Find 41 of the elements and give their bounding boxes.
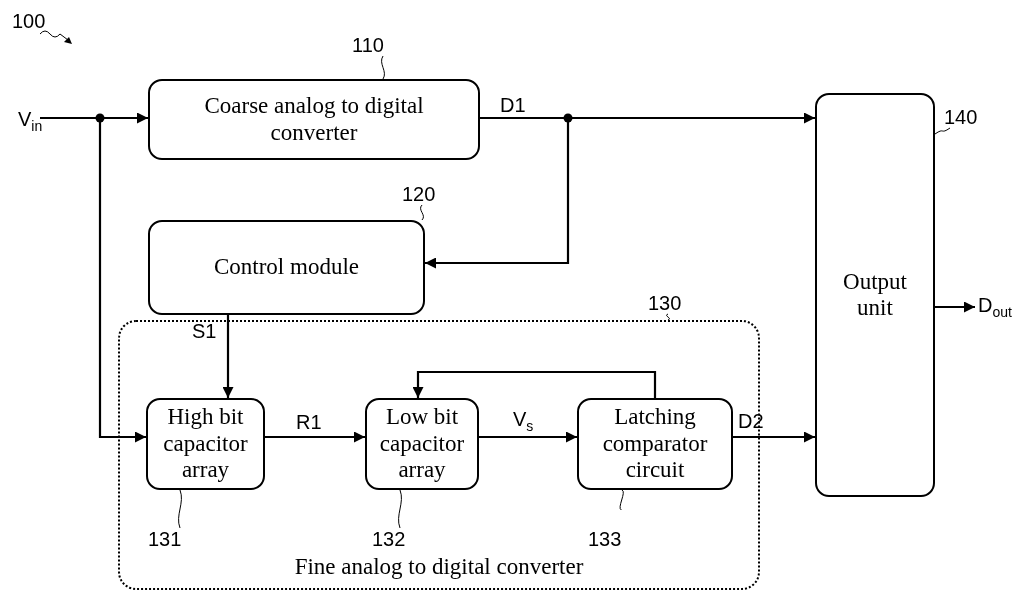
arrow: [935, 301, 975, 313]
block-box: [815, 93, 935, 497]
signal-label: R1: [296, 411, 322, 434]
reference-number: 131: [148, 528, 182, 550]
leader-line: [178, 489, 182, 529]
reference-number: 130: [648, 292, 682, 314]
reference-number: 110: [352, 34, 384, 56]
arrow: [265, 431, 365, 443]
reference-number: 132: [372, 528, 406, 550]
block-box: [577, 398, 733, 490]
reference-number: 133: [588, 528, 622, 550]
leader-line: [934, 127, 951, 135]
reference-number: 100: [12, 10, 46, 33]
reference-number: 140: [944, 106, 978, 128]
signal-label: D2: [738, 410, 764, 433]
block-box: [365, 398, 479, 490]
arrow: [222, 315, 234, 398]
leader-line: [666, 313, 670, 321]
block-label: High bit capacitor array: [162, 404, 249, 484]
signal-label: D$_{out}$: [978, 294, 1012, 320]
arrow: [733, 431, 815, 443]
leader-line: [619, 489, 624, 511]
signal-label: D1: [500, 94, 526, 117]
leader-line: [420, 204, 424, 221]
block-label: Coarse analog to digital converter: [203, 93, 425, 146]
arrow: [412, 370, 657, 398]
reference-number: 120: [402, 183, 436, 205]
block-label: Fine analog to digital converter: [293, 553, 585, 580]
signal-label: S1: [192, 320, 217, 343]
arrow: [479, 431, 577, 443]
block-box: [148, 220, 425, 315]
block-box: [148, 79, 480, 160]
block-label: Low bit capacitor array: [378, 404, 466, 484]
block-box: [146, 398, 265, 490]
block-label: Latching comparator circuit: [601, 404, 709, 484]
leader-line: [398, 489, 402, 529]
block-label: Control module: [213, 254, 360, 281]
signal-label: V$_{in}$: [18, 108, 43, 134]
leader-line: [381, 55, 385, 80]
signal-label: V$_{s}$: [513, 408, 534, 434]
block-label: Output unit: [842, 268, 908, 322]
